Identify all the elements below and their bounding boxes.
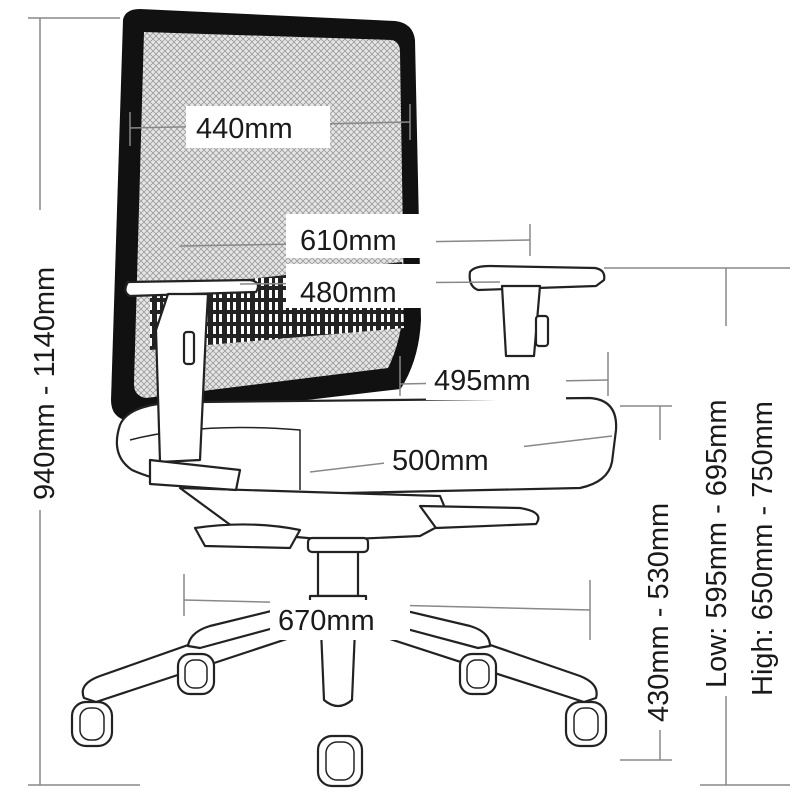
caster-front-left [70, 700, 114, 748]
label-seat-depth: 495mm [434, 365, 531, 397]
label-arm-height-high: High: 650mm - 750mm [747, 401, 779, 696]
label-backrest-width: 440mm [196, 113, 293, 145]
dimension-labels: 440mm 610mm 480mm 495mm 500mm 670mm 940m… [22, 106, 786, 730]
right-armrest-pad [468, 264, 606, 292]
label-arm-height-low: Low: 595mm - 695mm [701, 400, 733, 689]
label-seat-width: 500mm [392, 445, 489, 477]
right-armrest-post [500, 284, 542, 358]
label-seat-height: 430mm - 530mm [643, 503, 675, 722]
left-armrest-post [154, 292, 210, 464]
label-base-width: 670mm [278, 605, 375, 637]
caster-front-right [564, 700, 608, 748]
caster-back-left [176, 652, 216, 696]
label-armrest-outer-width: 610mm [300, 225, 397, 257]
gas-lift [316, 544, 360, 598]
caster-back-right [458, 652, 498, 696]
left-armrest-pad [124, 278, 260, 298]
caster-front [316, 734, 364, 788]
label-armrest-inner-width: 480mm [300, 277, 397, 309]
label-overall-height: 940mm - 1140mm [29, 267, 61, 500]
